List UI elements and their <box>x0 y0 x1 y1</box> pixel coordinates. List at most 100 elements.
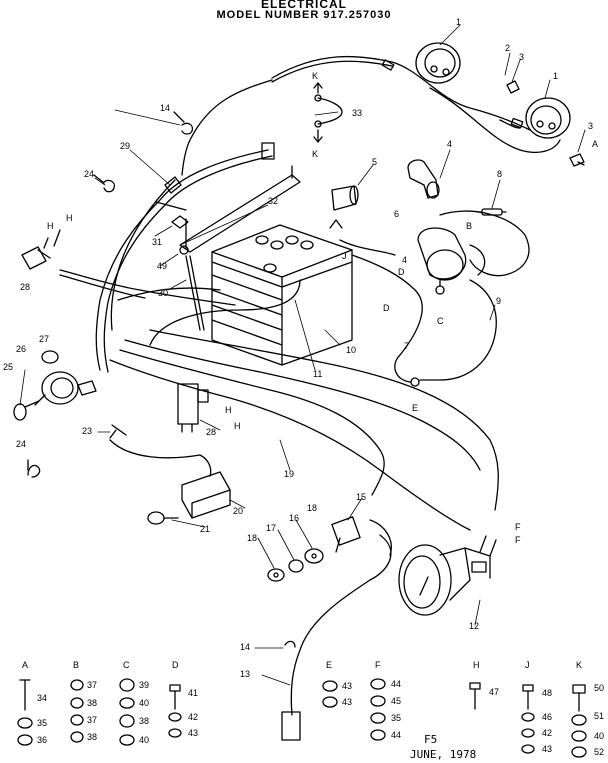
callout-14: 14 <box>240 642 251 652</box>
fuse <box>477 208 507 216</box>
solenoid <box>417 227 486 295</box>
callout-3: 3 <box>519 52 525 62</box>
callout-16: 16 <box>289 513 300 523</box>
callout-D: D <box>398 267 405 277</box>
battery-cable <box>149 239 396 346</box>
part-number: 48 <box>542 688 553 698</box>
callout-27: 27 <box>39 334 50 344</box>
callout-32: 32 <box>268 196 279 206</box>
hold-down-rod <box>185 255 205 331</box>
callout-19: 19 <box>284 469 295 479</box>
callout-5: 5 <box>372 157 378 167</box>
callout-K: K <box>312 71 319 81</box>
callout-23: 23 <box>82 426 93 436</box>
washer-49 <box>179 245 189 255</box>
clip-24-top <box>93 174 115 193</box>
callout-26: 26 <box>16 344 27 354</box>
callout-4: 4 <box>402 255 408 265</box>
callout-C: C <box>437 316 444 326</box>
nut-18 <box>267 568 285 582</box>
callout-30: 30 <box>158 288 169 298</box>
callout-28: 28 <box>206 427 217 437</box>
part-number: 36 <box>37 735 48 745</box>
part-number: 35 <box>37 718 48 728</box>
callout-6: 6 <box>394 209 400 219</box>
ground-strap <box>313 82 343 143</box>
connector-28-top <box>21 229 61 270</box>
hardware-group-F: F <box>375 660 381 670</box>
hardware-group-D: D <box>172 660 179 670</box>
headlight-harness <box>181 55 561 176</box>
part-number: 40 <box>139 735 150 745</box>
callout-49: 49 <box>157 261 168 271</box>
clip-14-top <box>173 111 194 135</box>
part-number: 43 <box>342 697 353 707</box>
part-number: 37 <box>87 715 98 725</box>
callout-H: H <box>47 221 54 231</box>
callout-H: H <box>225 405 232 415</box>
callout-9: 9 <box>496 296 502 306</box>
callout-21: 21 <box>200 524 211 534</box>
part-number: 51 <box>594 711 605 721</box>
callout-13: 13 <box>240 669 251 679</box>
light-switch <box>109 439 231 519</box>
terminal-boot-4 <box>407 159 440 199</box>
callout-12: 12 <box>469 621 480 631</box>
clip-3a <box>506 80 520 94</box>
switch-knob <box>147 511 179 525</box>
callout-1: 1 <box>456 17 462 27</box>
washer-16 <box>304 548 324 564</box>
part-number: 34 <box>37 693 48 703</box>
callout-F: F <box>515 522 521 532</box>
part-number: 37 <box>87 680 98 690</box>
callout-D: D <box>383 303 390 313</box>
part-number: 38 <box>139 716 150 726</box>
callout-24: 24 <box>16 439 27 449</box>
callout-20: 20 <box>233 506 244 516</box>
part-number: 41 <box>188 688 199 698</box>
callout-4: 4 <box>447 139 453 149</box>
main-harness <box>59 142 499 531</box>
revision-date: JUNE, 1978 <box>410 748 477 761</box>
part-number: 35 <box>391 713 402 723</box>
part-number: 43 <box>188 728 199 738</box>
callout-18: 18 <box>307 503 318 513</box>
part-number: 40 <box>139 698 150 708</box>
callout-J: J <box>342 251 347 261</box>
headlight-left <box>415 42 461 84</box>
callout-H: H <box>234 421 241 431</box>
part-number: 44 <box>391 679 402 689</box>
callout-1: 1 <box>553 71 559 81</box>
part-number: 45 <box>391 696 402 706</box>
part-number: 40 <box>594 731 605 741</box>
callout-F: F <box>515 535 521 545</box>
part-number: 43 <box>542 744 553 754</box>
hardware-group-C: C <box>123 660 130 670</box>
callout-8: 8 <box>497 169 503 179</box>
callout-14: 14 <box>160 103 171 113</box>
hardware-group-E: E <box>326 660 333 670</box>
callout-28: 28 <box>20 282 31 292</box>
lower-wire <box>281 519 392 741</box>
callout-E: E <box>412 403 419 413</box>
callout-24: 24 <box>84 169 95 179</box>
hardware-group-J: J <box>525 660 530 670</box>
part-number: 44 <box>391 730 402 740</box>
part-number: 38 <box>87 698 98 708</box>
part-number: 38 <box>87 732 98 742</box>
battery <box>211 219 353 366</box>
part-number: 46 <box>542 712 553 722</box>
callout-7: 7 <box>404 341 410 351</box>
hardware-group-H: H <box>473 660 480 670</box>
clip-24-lower <box>27 459 41 478</box>
callout-H: H <box>66 213 73 223</box>
callout-3: 3 <box>588 121 594 131</box>
ignition-switch <box>34 371 97 406</box>
part-number: 42 <box>188 712 199 722</box>
callout-B: B <box>466 221 473 231</box>
terminal-boot-5 <box>331 185 359 211</box>
part-number: 47 <box>489 687 500 697</box>
callout-33: 33 <box>352 108 363 118</box>
